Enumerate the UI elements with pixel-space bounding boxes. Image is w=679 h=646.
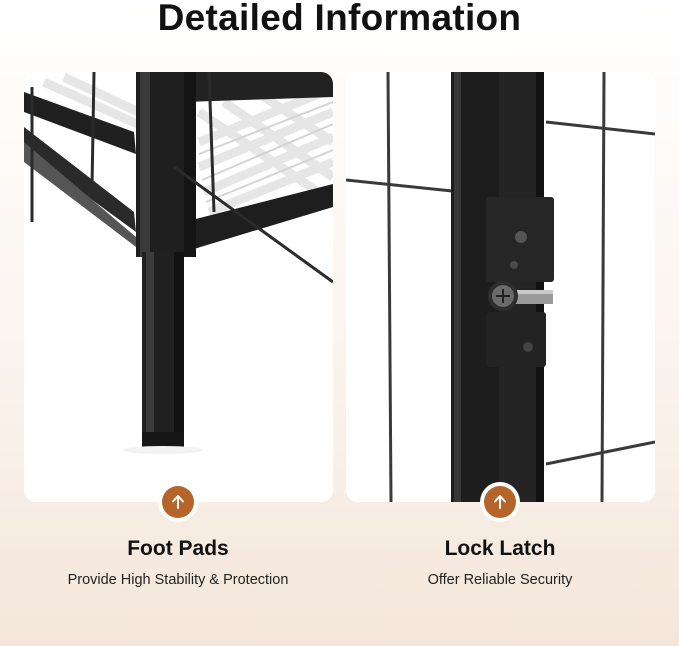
- feature-foot-pads: Foot Pads Provide High Stability & Prote…: [13, 536, 343, 589]
- feature-title: Foot Pads: [127, 537, 229, 560]
- arrow-up-icon: [494, 495, 506, 509]
- feature-title: Lock Latch: [444, 537, 556, 560]
- foot-pads-badge: [162, 486, 194, 518]
- feature-lock-latch: Lock Latch Offer Reliable Security: [335, 536, 665, 589]
- arrow-up-icon: [172, 495, 184, 509]
- lock-latch-photo: [346, 72, 655, 502]
- page-title: Detailed Information: [157, 0, 522, 38]
- feature-description: Provide High Stability & Protection: [67, 572, 289, 588]
- foot-pad-photo: [24, 72, 333, 502]
- feature-description: Offer Reliable Security: [427, 572, 573, 588]
- lock-latch-badge: [484, 486, 516, 518]
